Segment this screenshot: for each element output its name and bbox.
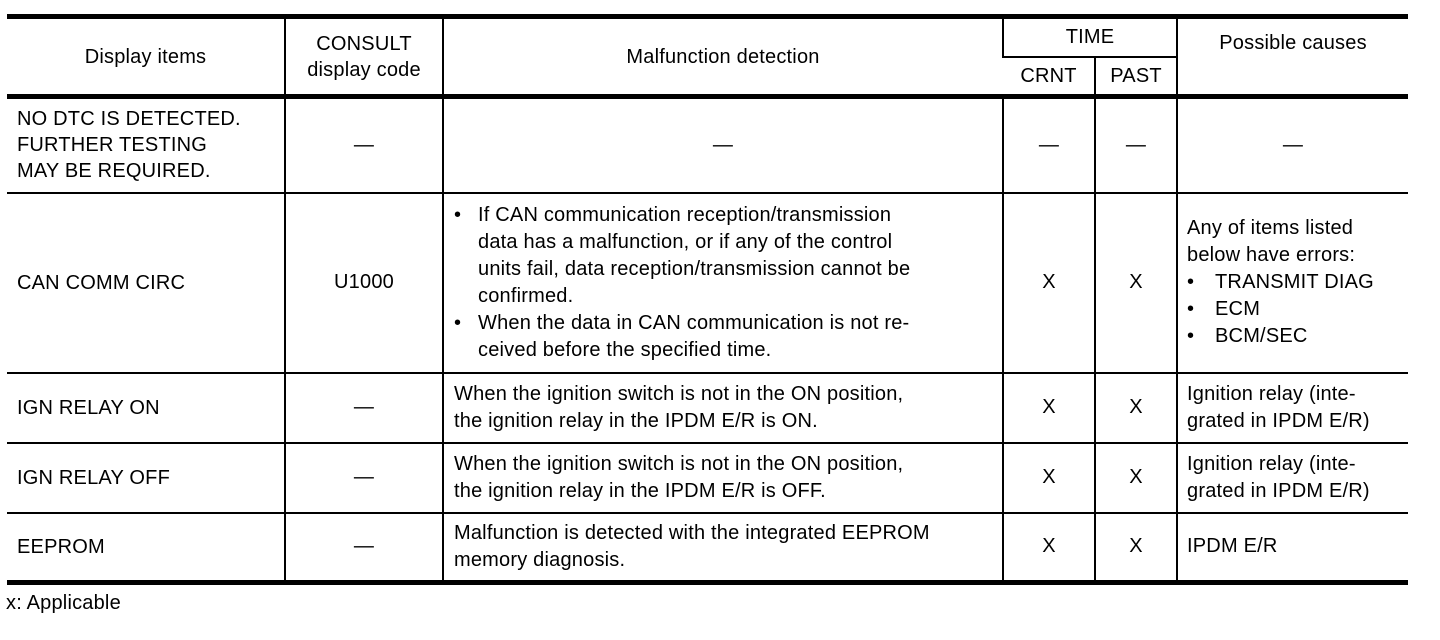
text-line: When the data in CAN communication is no… (478, 311, 910, 334)
text-line: When the ignition switch is not in the O… (454, 452, 904, 475)
bullet-text: BCM/SEC (1215, 325, 1308, 347)
applicable-footnote: x: Applicable (6, 592, 121, 614)
cell-consult-code: — (284, 511, 443, 583)
table-row-can-comm-circ: CAN COMM CIRC U1000 • If CAN communicati… (7, 191, 1409, 373)
text-line: ceived before the specified time. (478, 338, 772, 361)
text-line: Ignition relay (inte- (1187, 452, 1356, 475)
text-line: below have errors: (1187, 244, 1356, 266)
text-line: memory diagnosis. (454, 548, 626, 571)
cell-possible-causes: — (1176, 95, 1409, 193)
cell-display-item: NO DTC IS DETECTED. FURTHER TESTING MAY … (7, 95, 285, 193)
cell-display-item: EEPROM (7, 511, 285, 583)
cell-consult-code: — (284, 441, 443, 513)
bullet-text: ECM (1215, 298, 1261, 320)
header-crnt: CRNT (1020, 64, 1077, 87)
cell-possible-causes: Ignition relay (inte- grated in IPDM E/R… (1176, 371, 1409, 443)
bullet-item: • If CAN communication reception/transmi… (454, 202, 994, 310)
header-display-items: Display items (84, 45, 207, 68)
bullet-marker: • (1187, 271, 1195, 293)
header-malfunction-detection: Malfunction detection (442, 16, 1003, 97)
bullet-text: TRANSMIT DIAG (1215, 271, 1374, 293)
cell-possible-causes: Any of items listed below have errors: •… (1176, 191, 1409, 373)
cell-crnt: — (1002, 95, 1095, 193)
text-line: grated in IPDM E/R) (1187, 479, 1370, 502)
cell-display-item: IGN RELAY OFF (7, 441, 285, 513)
text-line: Ignition relay (inte- (1187, 382, 1356, 405)
cell-consult-code: U1000 (284, 191, 443, 373)
cell-malfunction: • If CAN communication reception/transmi… (442, 191, 1003, 373)
text-line: the ignition relay in the IPDM E/R is ON… (454, 409, 818, 432)
text-line: Any of items listed (1187, 217, 1354, 239)
header-possible-causes: Possible causes (1176, 16, 1409, 97)
cell-past: X (1093, 371, 1178, 443)
text-line: data has a malfunction, or if any of the… (478, 230, 893, 253)
dtc-index-table: Display items CONSULT display code Malfu… (7, 14, 1409, 585)
bullet-marker: • (454, 203, 462, 226)
bullet-item: • ECM (1187, 296, 1404, 323)
cell-malfunction: When the ignition switch is not in the O… (442, 441, 1003, 513)
bullet-marker: • (454, 311, 462, 334)
text-line: MAY BE REQUIRED. (17, 160, 211, 183)
header-consult-line: display code (307, 58, 421, 81)
cell-crnt: X (1002, 371, 1095, 443)
cell-consult-code: — (284, 95, 443, 193)
text-line: confirmed. (478, 284, 574, 307)
cell-malfunction: Malfunction is detected with the integra… (442, 511, 1003, 583)
text-line: units fail, data reception/transmission … (478, 257, 911, 280)
bullet-marker: • (1187, 298, 1195, 320)
cell-crnt: X (1002, 441, 1095, 513)
cell-malfunction: — (442, 95, 1003, 193)
cell-past: — (1093, 95, 1178, 193)
table-header: Display items CONSULT display code Malfu… (7, 16, 1409, 97)
table-row-ign-relay-on: IGN RELAY ON — When the ignition switch … (7, 371, 1409, 443)
cell-display-item: IGN RELAY ON (7, 371, 285, 443)
text-line: NO DTC IS DETECTED. (17, 108, 241, 131)
text-line: If CAN communication reception/transmiss… (478, 203, 892, 226)
table-row-eeprom: EEPROM — Malfunction is detected with th… (7, 511, 1409, 583)
cell-past: X (1093, 191, 1178, 373)
header-consult-line: CONSULT (316, 32, 412, 55)
cell-possible-causes: IPDM E/R (1176, 511, 1409, 583)
header-past: PAST (1093, 56, 1178, 97)
header-consult-display-code: CONSULT display code (284, 16, 443, 97)
header-time: TIME (1001, 16, 1178, 58)
text-line: the ignition relay in the IPDM E/R is OF… (454, 479, 826, 502)
cell-possible-causes: Ignition relay (inte- grated in IPDM E/R… (1176, 441, 1409, 513)
bullet-item: • TRANSMIT DIAG (1187, 269, 1404, 296)
bullet-text: When the data in CAN communication is no… (478, 310, 909, 364)
bullet-item: • BCM/SEC (1187, 323, 1404, 350)
bullet-text: If CAN communication reception/transmiss… (478, 202, 910, 310)
text-line: Malfunction is detected with the integra… (454, 521, 930, 544)
cell-crnt: X (1002, 511, 1095, 583)
text-line: FURTHER TESTING (17, 134, 208, 157)
text-line: When the ignition switch is not in the O… (454, 382, 904, 405)
cell-consult-code: — (284, 371, 443, 443)
cell-malfunction: When the ignition switch is not in the O… (442, 371, 1003, 443)
table-body: NO DTC IS DETECTED. FURTHER TESTING MAY … (7, 95, 1409, 583)
cell-display-item: CAN COMM CIRC (7, 191, 285, 373)
table-row-no-dtc: NO DTC IS DETECTED. FURTHER TESTING MAY … (7, 95, 1409, 193)
table-row-ign-relay-off: IGN RELAY OFF — When the ignition switch… (7, 441, 1409, 513)
bullet-item: • When the data in CAN communication is … (454, 310, 994, 364)
cell-crnt: X (1002, 191, 1095, 373)
text-line: grated in IPDM E/R) (1187, 409, 1370, 432)
cell-past: X (1093, 441, 1178, 513)
cell-past: X (1093, 511, 1178, 583)
bullet-marker: • (1187, 325, 1195, 347)
